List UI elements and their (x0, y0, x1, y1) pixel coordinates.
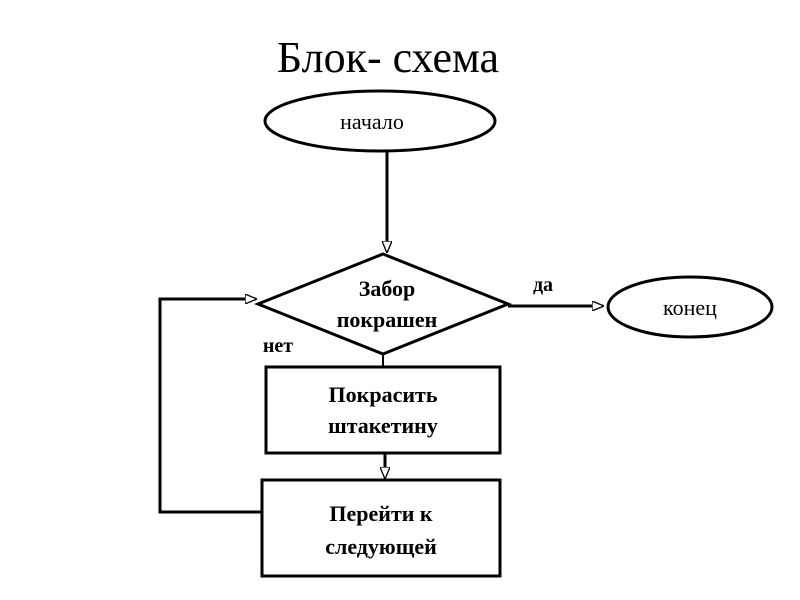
process-next-line2: следующей (325, 534, 437, 559)
decision-label-line1: Забор (359, 276, 416, 301)
edge-label-yes: да (533, 274, 553, 296)
process-next-line1: Перейти к (329, 501, 433, 526)
decision-diamond (253, 252, 513, 356)
start-terminal (263, 89, 497, 153)
decision-label-line2: покрашен (337, 307, 438, 332)
page-title: Блок- схема (277, 33, 499, 82)
process-paint-line1: Покрасить (329, 382, 438, 407)
end-terminal (606, 275, 774, 339)
process-paint-line2: штакетину (328, 413, 438, 438)
edge-label-no: нет (263, 335, 293, 357)
process-next-picket (260, 478, 502, 578)
edge-next-loop-back (158, 299, 262, 514)
start-label: начало (340, 109, 404, 134)
end-label: конец (663, 295, 717, 320)
process-paint-picket (264, 365, 502, 455)
